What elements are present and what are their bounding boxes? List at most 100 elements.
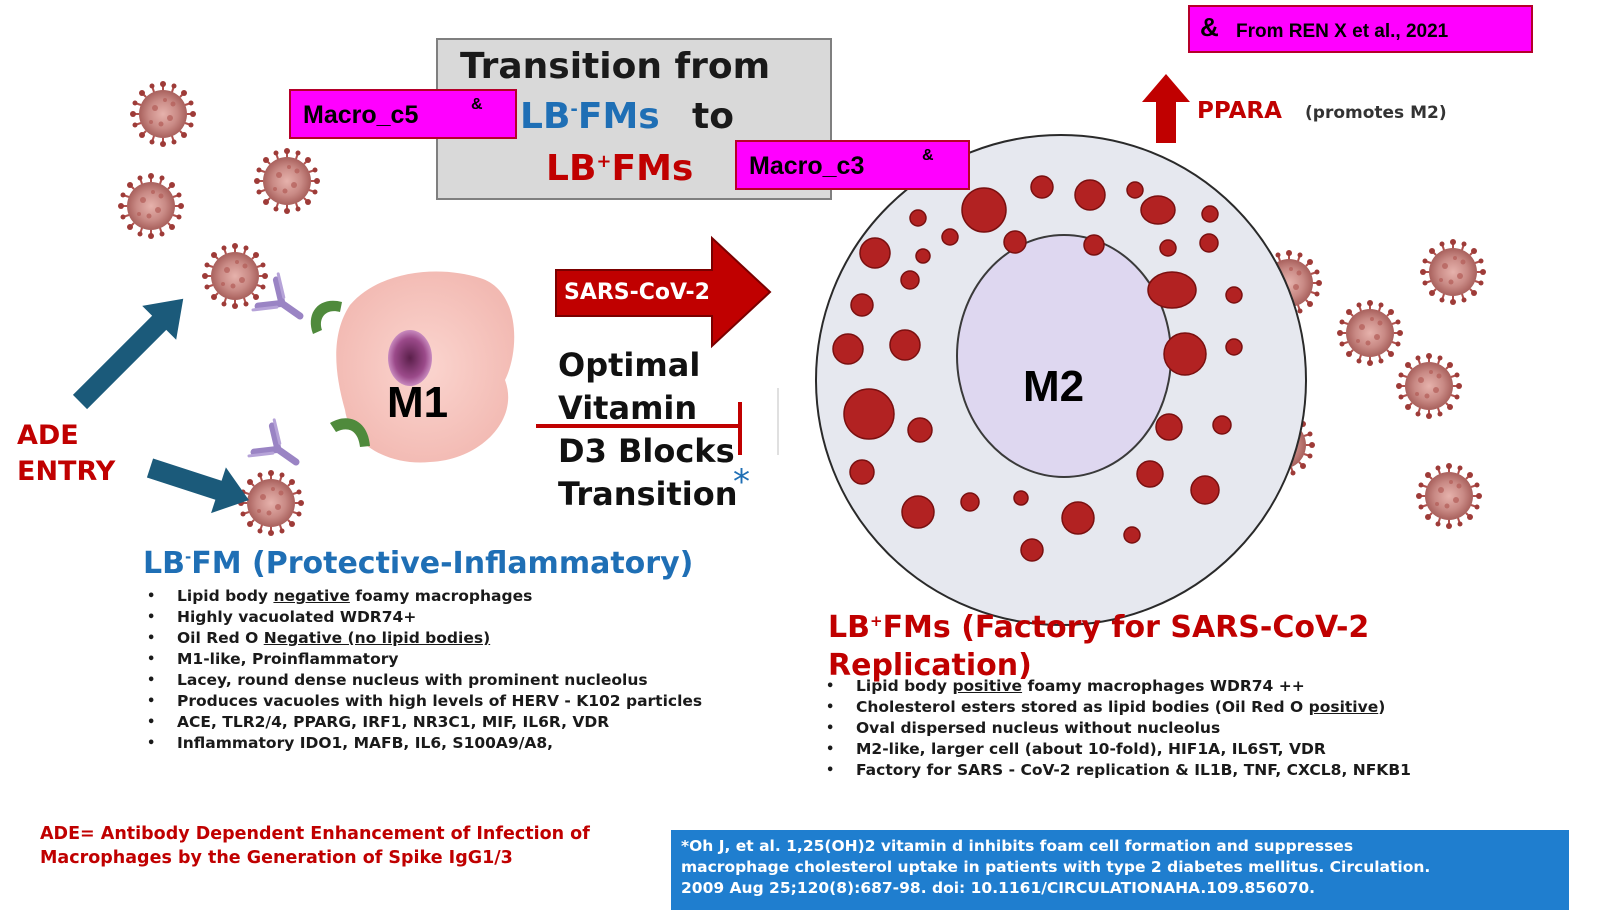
bullet-text: Highly vacuolated WDR74+	[177, 608, 417, 626]
virus-icon	[1336, 299, 1404, 367]
ade-entry-line2: ENTRY	[17, 456, 116, 487]
macro-c5-text: Macro_c5	[303, 101, 419, 129]
bullet-text: Cholesterol esters stored as lipid bodie…	[856, 698, 1309, 716]
bullet-text: Oval dispersed nucleus without nucleolus	[856, 719, 1221, 737]
lb-plus-bullet-list: Lipid body positive foamy macrophages WD…	[822, 676, 1411, 781]
reference-line1: *Oh J, et al. 1,25(OH)2 vitamin d inhibi…	[681, 837, 1354, 855]
virus-icon	[129, 80, 197, 148]
bullet-text: )	[1378, 698, 1386, 716]
bullet-underlined-text: positive	[1308, 698, 1379, 716]
title-lb-minus-text: LB	[520, 96, 571, 137]
lb-minus-fm-heading: LB-FM (Protective-Inflammatory)	[143, 546, 693, 581]
ade-footnote-line2: Macrophages by the Generation of Spike I…	[40, 848, 513, 868]
bullet-item: Produces vacuoles with high levels of HE…	[143, 691, 702, 712]
bullet-underlined-text: Negative (no lipid bodies)	[263, 629, 491, 647]
bullet-underlined-text: negative	[273, 587, 350, 605]
heading-sup: +	[869, 612, 883, 630]
receptor-icon	[330, 418, 370, 447]
m1-cell	[336, 271, 515, 463]
m2-label: M2	[1023, 362, 1085, 411]
m1-label: M1	[387, 378, 449, 427]
title-box: Transition from LB-FMs to LB+FMs	[436, 38, 832, 200]
macro-c3-text: Macro_c3	[749, 152, 865, 180]
bullet-item: Cholesterol esters stored as lipid bodie…	[822, 697, 1411, 718]
credit-text: From REN X et al., 2021	[1236, 21, 1449, 42]
reference-line3: 2009 Aug 25;120(8):687-98. doi: 10.1161/…	[681, 879, 1316, 897]
virus-icon	[1395, 352, 1463, 420]
bullet-item: Lipid body positive foamy macrophages WD…	[822, 676, 1411, 697]
ppara-note: (promotes M2)	[1305, 103, 1447, 123]
m2-cell	[815, 134, 1307, 626]
bullet-item: Oval dispersed nucleus without nucleolus	[822, 718, 1411, 739]
ade-footnote-line1: ADE= Antibody Dependent Enhancement of I…	[40, 824, 590, 844]
vitd-line: Vitamin	[558, 389, 698, 427]
virus-icon	[237, 469, 305, 537]
credit-box: & From REN X et al., 2021	[1188, 5, 1533, 53]
ade-footnote: ADE= Antibody Dependent Enhancement of I…	[40, 822, 590, 870]
vitd-asterisk: *	[733, 462, 750, 502]
bullet-text: ACE, TLR2/4, PPARG, IRF1, NR3C1, MIF, IL…	[177, 713, 610, 731]
title-lb-plus: LB+FMs	[546, 148, 693, 189]
vitd-line: Transition	[558, 475, 738, 513]
reference-line2: macrophage cholesterol uptake in patient…	[681, 858, 1431, 876]
virus-icon	[201, 242, 269, 310]
bullet-text: Lipid body	[177, 587, 274, 605]
macro-c3-label: Macro_c3 &	[735, 140, 970, 190]
bullet-item: M2-like, larger cell (about 10-fold), HI…	[822, 739, 1411, 760]
vitamin-d3-text: Optimal Vitamin D3 Blocks Transition	[558, 344, 738, 516]
bullet-text: M1-like, Proinflammatory	[177, 650, 399, 668]
vitd-line: Optimal	[558, 346, 701, 384]
bullet-text: Produces vacuoles with high levels of HE…	[177, 692, 703, 710]
virus-icon	[253, 147, 321, 215]
virus-icon	[1415, 462, 1483, 530]
antibody-icon	[249, 420, 309, 480]
bullet-item: Factory for SARS - CoV-2 replication & I…	[822, 760, 1411, 781]
macro-c5-label: Macro_c5 &	[289, 89, 517, 139]
bullet-text: Oil Red O	[177, 629, 264, 647]
vitd-line: D3 Blocks	[558, 432, 735, 470]
heading-lb: LB	[143, 546, 185, 581]
credit-ampersand: &	[1200, 12, 1219, 42]
macro-c5-amp: &	[471, 96, 483, 113]
heading-rest: FM (Protective-Inflammatory)	[191, 546, 694, 581]
bullet-item: M1-like, Proinflammatory	[143, 649, 702, 670]
lb-plus-heading-line1: LB+FMs (Factory for SARS-CoV-2	[828, 602, 1369, 647]
bullet-text: Inflammatory IDO1, MAFB, IL6, S100A9/A8,	[177, 734, 554, 752]
bullet-text: Lacey, round dense nucleus with prominen…	[177, 671, 648, 689]
lb-minus-bullet-list: Lipid body negative foamy macrophagesHig…	[143, 586, 702, 754]
ppara-label: PPARA	[1197, 98, 1282, 124]
ade-arrow-down	[146, 458, 249, 514]
title-line1: Transition from	[460, 46, 771, 87]
heading-lb: LB	[828, 610, 870, 645]
title-lb-minus: LB-FMs	[520, 96, 660, 137]
macro-c3-amp: &	[922, 147, 934, 164]
bullet-text: foamy macrophages WDR74 ++	[1022, 677, 1305, 695]
bullet-text: M2-like, larger cell (about 10-fold), HI…	[856, 740, 1326, 758]
lb-plus-fm-heading: LB+FMs (Factory for SARS-CoV-2 Replicati…	[828, 602, 1369, 685]
receptor-icon	[310, 300, 342, 334]
heading-sup: -	[184, 548, 192, 566]
bullet-item: ACE, TLR2/4, PPARG, IRF1, NR3C1, MIF, IL…	[143, 712, 702, 733]
heading-rest: FMs (Factory for SARS-CoV-2	[882, 610, 1370, 645]
bullet-text: Lipid body	[856, 677, 953, 695]
reference-box: *Oh J, et al. 1,25(OH)2 vitamin d inhibi…	[671, 830, 1569, 910]
title-fms-text: FMs	[577, 96, 660, 137]
bullet-item: Oil Red O Negative (no lipid bodies)	[143, 628, 702, 649]
title-lb-minus-sup: -	[570, 99, 578, 120]
title-lb-plus-sup: +	[596, 151, 612, 172]
sars-cov2-arrow	[555, 235, 772, 349]
title-fms-plus-text: FMs	[611, 148, 694, 189]
virus-icon	[117, 172, 185, 240]
ade-arrow-up	[72, 298, 184, 410]
title-to: to	[692, 96, 734, 137]
sars-cov2-label: SARS-CoV-2	[564, 280, 710, 305]
bullet-item: Highly vacuolated WDR74+	[143, 607, 702, 628]
bullet-item: Lacey, round dense nucleus with prominen…	[143, 670, 702, 691]
virus-icon	[1419, 238, 1487, 306]
bullet-item: Inflammatory IDO1, MAFB, IL6, S100A9/A8,	[143, 733, 702, 754]
title-lb-plus-text: LB	[546, 148, 597, 189]
ade-entry-line1: ADE	[17, 420, 79, 451]
bullet-underlined-text: positive	[952, 677, 1023, 695]
inhibition-bar	[536, 402, 742, 455]
